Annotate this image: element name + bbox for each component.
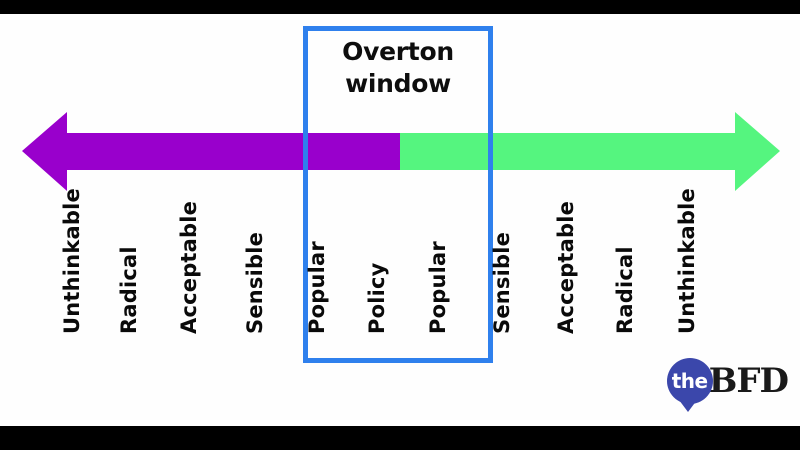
scale-label-acceptable-8: Acceptable (554, 200, 578, 334)
overton-title-line-1: Overton (342, 37, 454, 66)
left-arrow-purple (22, 112, 400, 191)
scale-label-unthinkable-0: Unthinkable (60, 188, 84, 334)
logo-bfd-wordmark: BFD (708, 361, 789, 401)
overton-window-title: Overton window (303, 36, 493, 100)
scale-label-policy-5: Policy (365, 262, 389, 334)
logo-speech-bubble-icon: the (666, 358, 713, 412)
spectrum-arrow-group (0, 14, 800, 426)
overton-window-box (303, 26, 493, 363)
scale-label-sensible-7: Sensible (490, 231, 514, 334)
scale-label-radical-9: Radical (613, 246, 637, 334)
figure-canvas: Overton window Unthinkable Radical Accepta… (0, 14, 800, 426)
overton-title-line-2: window (345, 69, 451, 98)
scale-label-acceptable-2: Acceptable (177, 200, 201, 334)
scale-label-unthinkable-10: Unthinkable (675, 188, 699, 334)
logo-the-text: the (671, 369, 708, 393)
scale-label-popular-6: Popular (426, 241, 450, 334)
thebfd-logo: the BFD (666, 358, 789, 412)
right-arrow-green (400, 112, 780, 191)
double-headed-arrow-icon (22, 112, 780, 191)
scale-label-popular-4: Popular (305, 241, 329, 334)
scale-label-radical-1: Radical (117, 246, 141, 334)
scale-label-sensible-3: Sensible (243, 231, 267, 334)
